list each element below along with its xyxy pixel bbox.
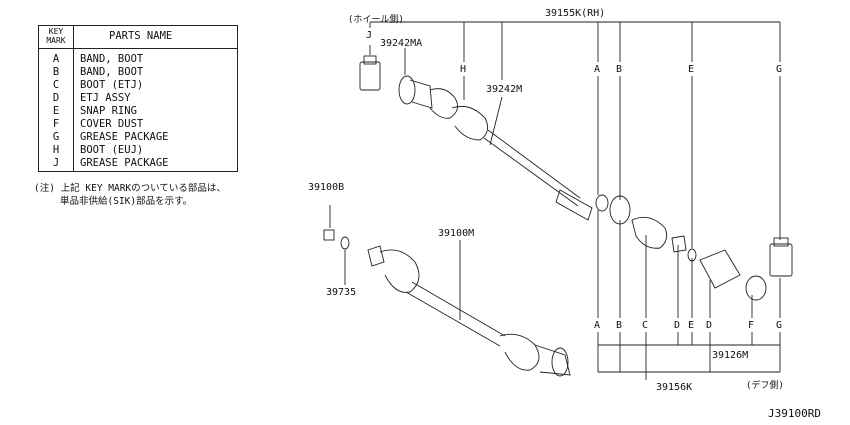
legend-row-key: C xyxy=(52,79,60,91)
label-rh-assy: 39155K(RH) xyxy=(545,8,606,19)
label-assy-kit: 39126M xyxy=(712,350,749,361)
label-top-a: A xyxy=(594,64,601,75)
legend-row-name: COVER DUST xyxy=(80,118,144,130)
label-diff-side: (デフ側) xyxy=(746,381,784,391)
legend-row-key: D xyxy=(52,92,60,104)
label-bot-c: C xyxy=(642,320,649,331)
label-shaft-wheel: 39242MA xyxy=(380,38,423,49)
label-bot-d2: D xyxy=(706,320,713,331)
label-bot-b: B xyxy=(616,320,623,331)
label-bot-d1: D xyxy=(674,320,681,331)
label-top-g: G xyxy=(776,64,783,75)
diagram-id: J39100RD xyxy=(768,407,821,420)
label-drive-shaft: 39100M xyxy=(438,228,475,239)
label-kit-total: 39156K xyxy=(656,382,693,393)
label-top-b: B xyxy=(616,64,623,75)
label-bot-e: E xyxy=(688,320,695,331)
legend-header-parts-name: PARTS NAME xyxy=(109,30,173,42)
legend-row-name: BAND, BOOT xyxy=(80,66,144,78)
lower-drive-shaft xyxy=(367,245,571,377)
label-nut: 39100B xyxy=(308,182,345,193)
band-boot-a-icon xyxy=(595,194,609,212)
label-wheel-side: (ホイール側) xyxy=(348,15,404,25)
legend-header xyxy=(39,26,237,49)
legend-row-name: SNAP RING xyxy=(80,105,137,117)
legend-row-name: BOOT (ETJ) xyxy=(80,79,144,91)
legend-row-name: BOOT (EUJ) xyxy=(80,144,144,156)
legend-row-name: BAND, BOOT xyxy=(80,53,144,65)
label-top-e: E xyxy=(688,64,695,75)
label-shaft-mid: 39242M xyxy=(486,84,523,95)
legend-divider xyxy=(73,26,74,171)
legend-row-key: F xyxy=(52,118,60,130)
legend-row-key: H xyxy=(52,144,60,156)
label-key-j: J xyxy=(366,30,373,41)
band-boot-b-icon xyxy=(609,195,631,225)
label-key-h: H xyxy=(460,64,467,75)
label-bot-a: A xyxy=(594,320,601,331)
legend-header-key: KEY xyxy=(48,27,64,36)
note-line-2: 単品非供給(SIK)部品を示す。 xyxy=(60,196,193,207)
cover-dust-icon xyxy=(745,275,767,301)
grease-package-g-icon xyxy=(769,237,793,277)
legend-row-key: E xyxy=(52,105,60,117)
label-bot-g: G xyxy=(776,320,783,331)
legend-row-key: G xyxy=(52,131,60,143)
upper-shaft-assembly xyxy=(398,75,593,221)
legend-row-name: GREASE PACKAGE xyxy=(80,157,169,169)
legend-row-name: ETJ ASSY xyxy=(80,92,131,104)
legend-row-name: GREASE PACKAGE xyxy=(80,131,169,143)
parts-legend-table: KEY MARK PARTS NAME A BAND, BOOT B BAND,… xyxy=(38,25,238,172)
etj-assy-d-icon xyxy=(671,235,687,253)
legend-row-key: J xyxy=(52,157,60,169)
label-washer: 39735 xyxy=(326,287,357,298)
washer-icon xyxy=(340,236,350,250)
legend-row-key: A xyxy=(52,53,60,65)
legend-row-key: B xyxy=(52,66,60,78)
etj-housing-icon xyxy=(699,249,741,289)
label-bot-f: F xyxy=(748,320,755,331)
boot-etj-icon xyxy=(631,216,668,249)
note-line-1: (注) 上記 KEY MARKのついている部品は、 xyxy=(34,183,226,194)
nut-icon xyxy=(323,229,335,241)
grease-package-j-icon xyxy=(359,55,381,91)
snap-ring-icon xyxy=(687,248,697,262)
legend-header-mark: MARK xyxy=(46,36,66,45)
